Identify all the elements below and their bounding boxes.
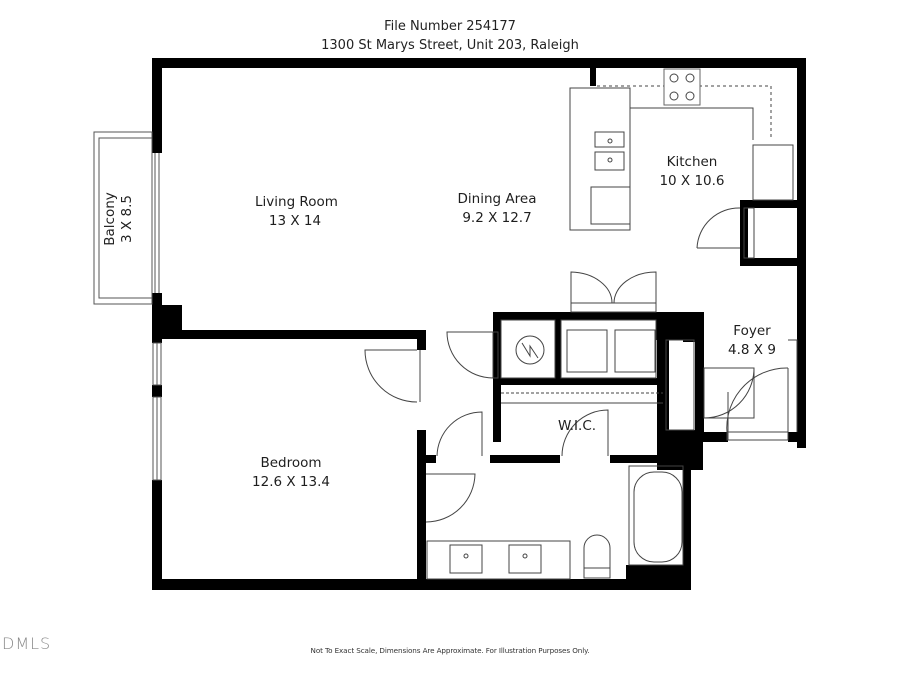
wall-top [152,58,806,68]
bedroom-name: Bedroom [260,455,322,471]
dining-area-name: Dining Area [457,191,537,207]
balcony-label: Balcony 3 X 8.5 [102,192,136,246]
sink-basin-1 [594,131,625,148]
dining-area-dims: 9.2 X 12.7 [462,210,532,226]
foyer-label: Foyer 4.8 X 9 [722,322,782,360]
bedroom-label: Bedroom 12.6 X 13.4 [246,454,336,492]
bathtub [633,471,683,563]
kitchen-label: Kitchen 10 X 10.6 [652,153,732,191]
wall-bottom [152,579,688,590]
kitchen-dims: 10 X 10.6 [659,173,725,189]
cooktop [663,68,701,106]
vanity [426,540,571,580]
kitchen-name: Kitchen [666,154,718,170]
toilet [583,534,611,579]
living-room-label: Living Room 13 X 14 [255,193,338,231]
wic-label: W.I.C. [552,417,602,436]
water-heater [515,335,545,365]
sink-basin-2 [594,151,625,171]
washer [566,329,608,373]
foyer-dims: 4.8 X 9 [728,342,776,358]
wic-name: W.I.C. [557,418,597,434]
living-room-name: Living Room [255,194,338,210]
bedroom-dims: 12.6 X 13.4 [252,474,330,490]
balcony-dims: 3 X 8.5 [119,195,135,243]
balcony-name: Balcony [102,192,118,246]
kitchen-island [569,87,631,231]
dining-area-label: Dining Area 9.2 X 12.7 [452,190,542,228]
dishwasher [590,186,631,225]
foyer-name: Foyer [733,323,771,339]
kitchen-closet-door [696,207,741,249]
sink-1 [449,544,483,574]
wall-right [797,58,806,448]
file-number: File Number 254177 [384,19,516,34]
wall-left-mid [152,293,162,333]
sink-2 [508,544,542,574]
address: 1300 St Marys Street, Unit 203, Raleigh [321,38,579,53]
disclaimer: Not To Exact Scale, Dimensions Are Appro… [310,646,590,655]
living-room-dims: 13 X 14 [268,213,322,229]
fridge [752,144,794,201]
wall-left-upper [152,58,162,153]
dmls-logo: DMLS [2,634,52,653]
dryer [614,329,656,373]
